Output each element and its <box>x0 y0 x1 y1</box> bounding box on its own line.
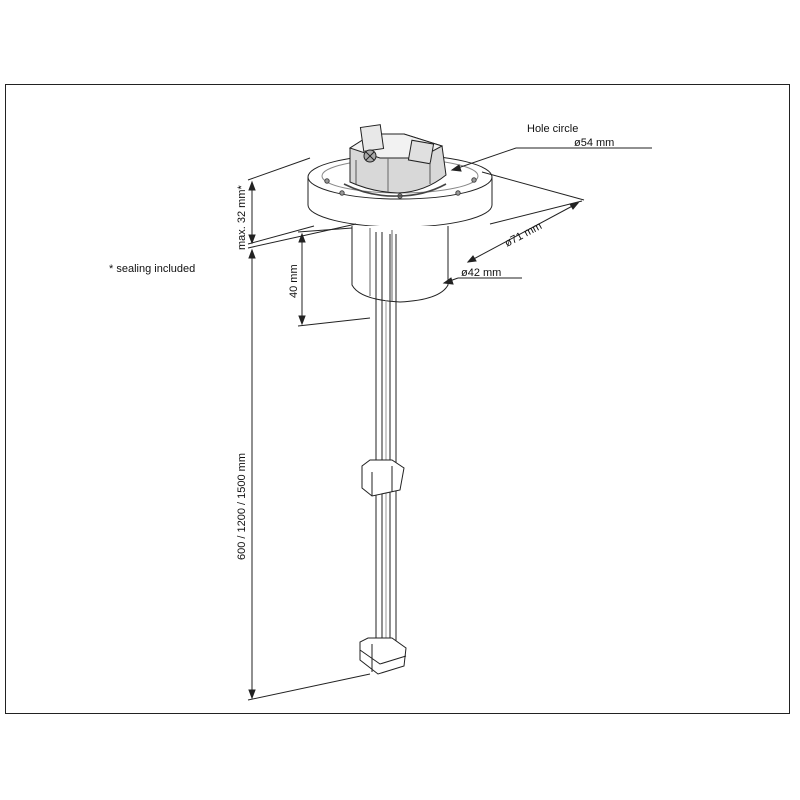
height-40-label: 40 mm <box>288 264 300 298</box>
dimension-40 <box>297 227 371 327</box>
drawing-frame <box>5 84 790 714</box>
sensor-housing <box>351 226 449 303</box>
leader-hole-circle <box>450 147 652 172</box>
connector-head <box>343 124 447 197</box>
dia-42-label: ø42 mm <box>461 267 501 279</box>
dia-71-label: ø71 mm <box>503 220 544 250</box>
hole-circle-label: Hole circle <box>527 123 578 135</box>
dimension-length <box>247 223 371 701</box>
float-clip <box>361 459 405 497</box>
leader-dia-42 <box>442 277 522 285</box>
max-32-label: max. 32 mm* <box>236 184 248 250</box>
dia-54-label: ø54 mm <box>574 137 614 149</box>
dimension-dia-71 <box>466 171 585 263</box>
sealing-note: * sealing included <box>109 263 195 275</box>
probe-foot <box>359 637 407 675</box>
dimension-max-32 <box>247 157 315 245</box>
length-label: 600 / 1200 / 1500 mm <box>236 453 248 560</box>
